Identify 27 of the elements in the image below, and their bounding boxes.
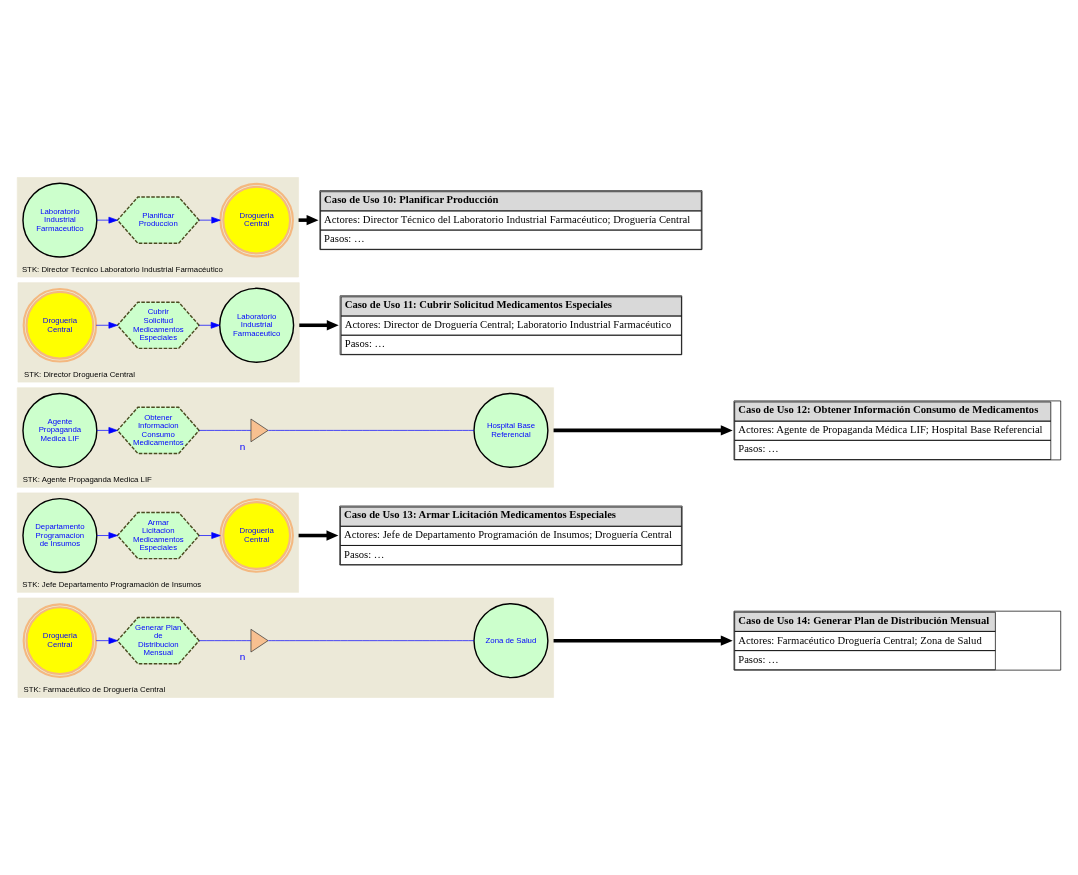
node-label: n bbox=[239, 650, 246, 662]
connector bbox=[267, 430, 475, 431]
arrow bbox=[96, 427, 118, 434]
arrow bbox=[298, 214, 319, 226]
node-label: n bbox=[239, 440, 246, 452]
node-circle: Departamento Programacion de Insumos bbox=[22, 497, 98, 574]
arrow bbox=[299, 320, 339, 331]
arrow bbox=[96, 532, 118, 539]
arrow bbox=[95, 637, 118, 644]
arrow bbox=[553, 635, 733, 646]
node-circle: Hospital Base Referencial bbox=[473, 392, 549, 469]
node-circle: Agente Propaganda Medica LIF bbox=[22, 392, 98, 469]
connector bbox=[267, 640, 475, 641]
node-triangle bbox=[250, 628, 269, 653]
node-circle: Laboratorio Industrial Farmaceutico bbox=[22, 182, 98, 258]
node-triangle bbox=[250, 418, 269, 443]
arrow bbox=[553, 425, 733, 436]
arrow bbox=[198, 532, 221, 539]
arrow bbox=[298, 530, 339, 541]
node-circle: Laboratorio Industrial Farmaceutico bbox=[219, 287, 295, 363]
connector bbox=[198, 640, 252, 641]
arrow bbox=[95, 321, 118, 329]
node-circle: Zona de Salud bbox=[473, 603, 549, 679]
arrow bbox=[198, 321, 220, 329]
connector bbox=[198, 430, 252, 431]
arrow bbox=[198, 216, 221, 224]
arrow bbox=[96, 216, 118, 224]
